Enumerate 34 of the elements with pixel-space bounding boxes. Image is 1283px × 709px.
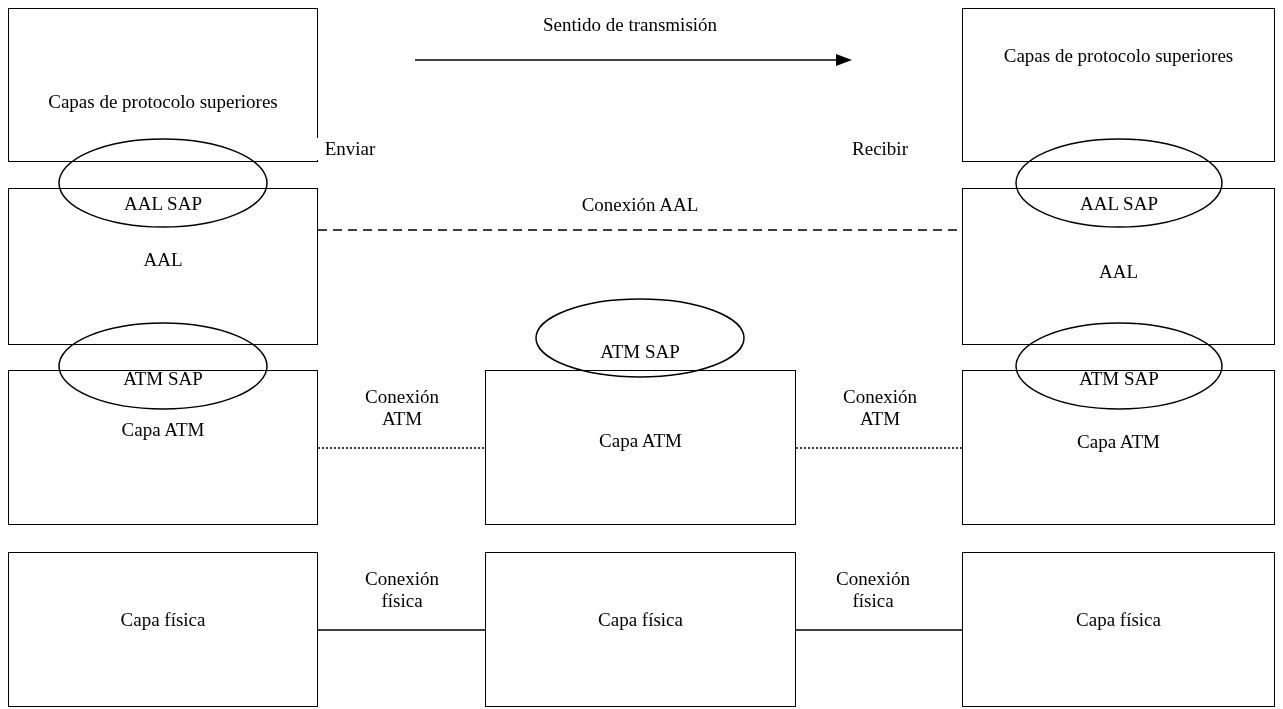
connection-line: [317, 447, 486, 449]
layer-box: [962, 370, 1275, 525]
sap-ellipse: [1015, 322, 1223, 410]
sap-label: ATM SAP: [599, 341, 681, 363]
layer-label: AAL: [142, 249, 184, 271]
layer-label: Capa ATM: [598, 430, 683, 452]
layer-box: [8, 370, 318, 525]
connection-line: [795, 629, 963, 631]
layer-label: Capas de protocolo superiores: [47, 91, 279, 113]
layer-label: Capa física: [1075, 609, 1162, 631]
layer-box: [8, 188, 318, 345]
sap-label: ATM SAP: [122, 368, 204, 390]
sap-ellipse: [58, 322, 268, 410]
sap-ellipse: [1015, 138, 1223, 228]
sap-ellipse: [58, 138, 268, 228]
layer-label: Capa ATM: [120, 419, 206, 441]
connection-line: [317, 629, 486, 631]
sap-label: AAL SAP: [123, 193, 203, 215]
layer-box: [962, 552, 1275, 707]
layer-box: [485, 552, 796, 707]
sap-label: ATM SAP: [1078, 368, 1160, 390]
connection-line: [795, 447, 963, 449]
layer-box: [485, 370, 796, 525]
layer-label: Capas de protocolo superiores: [1002, 45, 1235, 67]
layer-box: [962, 8, 1275, 162]
layer-label: Capa ATM: [1076, 431, 1161, 453]
layer-box: [8, 8, 318, 162]
sap-label: AAL SAP: [1079, 193, 1159, 215]
sap-ellipse: [535, 298, 745, 378]
layer-label: Capa física: [597, 609, 684, 631]
layer-label: AAL: [1097, 261, 1140, 283]
layer-label: Capa física: [119, 609, 207, 631]
layer-box: [8, 552, 318, 707]
layer-box: [962, 188, 1275, 345]
